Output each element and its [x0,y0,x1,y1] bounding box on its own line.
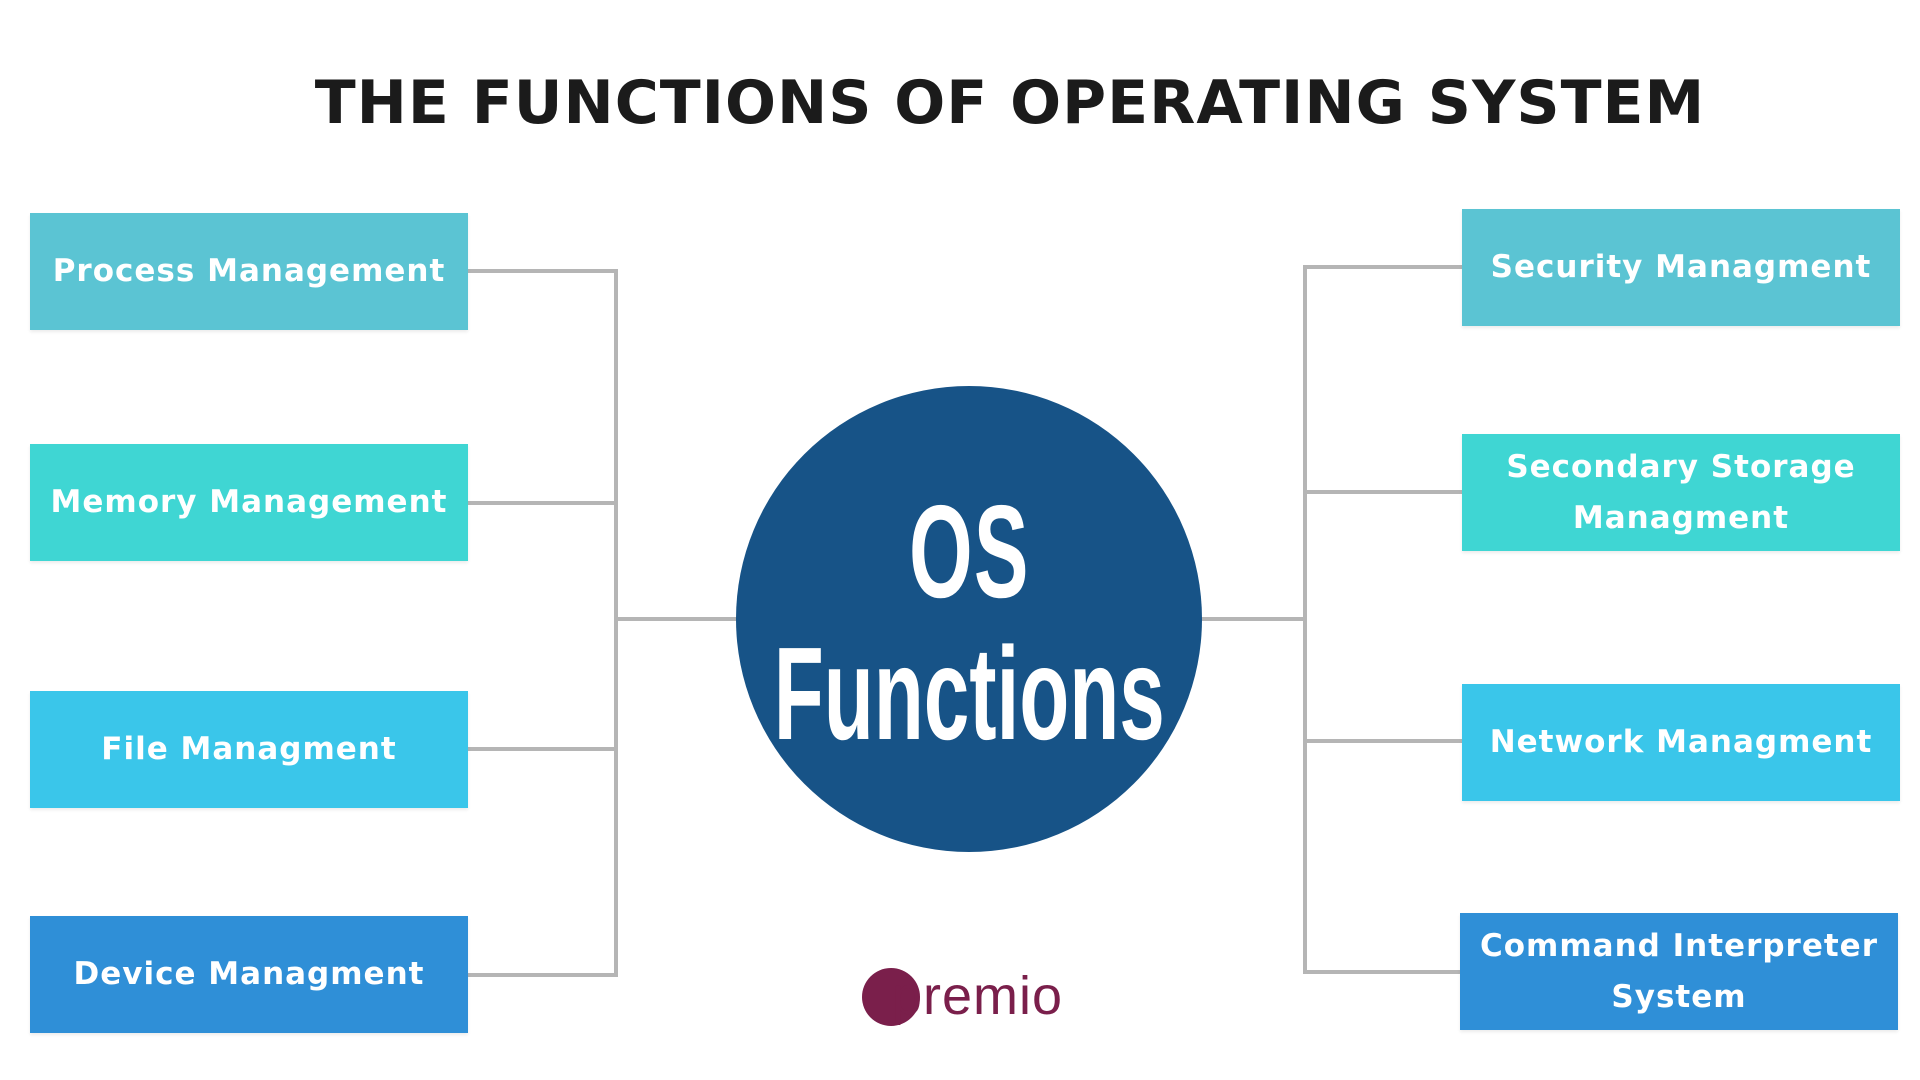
node-security-management: Security Managment [1462,209,1900,326]
node-device-management: Device Managment [30,916,468,1033]
diagram-title: THE FUNCTIONS OF OPERATING SYSTEM [314,68,1706,138]
node-secondary-storage-management: Secondary Storage Managment [1462,434,1900,551]
premio-logo: premio [862,964,1072,1034]
node-memory-management: Memory Management [30,444,468,561]
premio-logo-circle-icon [862,968,920,1026]
center-label-line2: Functions [773,620,1165,767]
node-command-interpreter-system: Command Interpreter System [1460,913,1898,1030]
premio-logo-text: premio [892,966,1064,1026]
node-label: Secondary Storage Managment [1506,448,1856,536]
node-label: Network Managment [1489,724,1873,760]
node-label: Device Managment [73,956,425,992]
node-label: Command Interpreter System [1480,927,1878,1015]
node-label: Process Management [52,253,446,289]
node-network-management: Network Managment [1462,684,1900,801]
node-label: Memory Management [50,484,448,520]
center-node-os-functions: OS Functions [736,386,1202,852]
node-label: File Managment [101,731,397,767]
node-process-management: Process Management [30,213,468,330]
node-label: Security Managment [1490,249,1872,285]
node-file-management: File Managment [30,691,468,808]
center-label-line1: OS [908,478,1030,625]
